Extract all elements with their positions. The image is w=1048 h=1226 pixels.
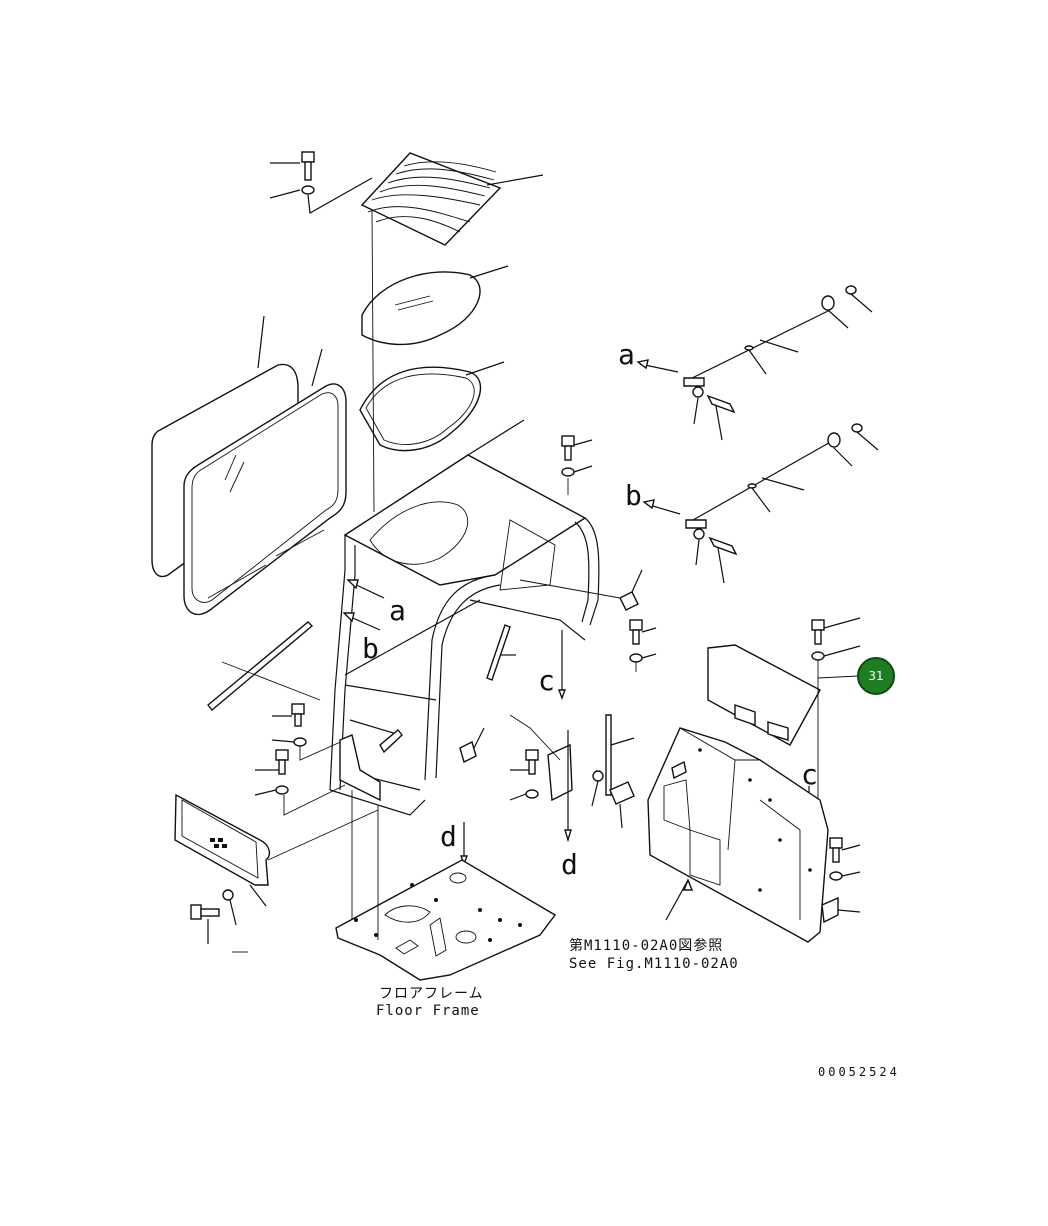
- control-cable-part: [642, 423, 879, 584]
- roof-seal-part: [359, 361, 505, 452]
- roof-bolt-part: [269, 151, 373, 214]
- see-figure-note-jp: 第M1110-02A0図参照: [569, 937, 723, 954]
- leader-line: [371, 209, 375, 513]
- ref-label-a-frame: a: [389, 594, 406, 627]
- side-strip-part: [207, 621, 321, 711]
- control-cable-part: [636, 285, 873, 441]
- ref-label-c-middle: c: [538, 664, 555, 697]
- floor-frame-label-en: Floor Frame: [376, 1003, 480, 1019]
- trim-strip-part: [486, 624, 635, 796]
- floor-frame-part: [335, 790, 557, 981]
- console-body-part: [647, 727, 861, 943]
- lower-bolt-part: [254, 703, 346, 816]
- cab-frame-part: [329, 419, 600, 816]
- roof-hatch-part: [360, 152, 544, 246]
- see-figure-note-en: See Fig.M1110-02A0: [569, 956, 739, 972]
- center-bolt-part: [509, 714, 635, 829]
- frame-bolt-part: [561, 435, 593, 495]
- console-bolt-part: [811, 617, 861, 800]
- ref-label-c-right: c: [801, 758, 818, 791]
- ref-label-b-frame: b: [362, 632, 379, 665]
- ref-label-a-upper: a: [618, 338, 635, 371]
- ref-label-d-floor: d: [440, 820, 457, 853]
- callout-31[interactable]: 31: [817, 657, 895, 695]
- floor-cover-part: [174, 793, 379, 886]
- callout-badge[interactable]: [857, 657, 895, 695]
- front-bolt-part: [519, 569, 643, 611]
- console-cover-part: [707, 644, 821, 746]
- frame-bolt-part: [629, 619, 657, 672]
- drawing-code: 00052524: [818, 1065, 900, 1079]
- floor-frame-label-jp: フロアフレーム: [379, 986, 484, 1002]
- bracket-part: [339, 727, 485, 802]
- callout-number: 31: [868, 669, 883, 683]
- roof-glass-part: [361, 265, 509, 346]
- cover-bolt-part: [190, 884, 267, 953]
- ref-label-d-middle: d: [561, 848, 578, 881]
- ref-label-b-upper: b: [625, 479, 642, 512]
- side-seal-part: [183, 348, 347, 615]
